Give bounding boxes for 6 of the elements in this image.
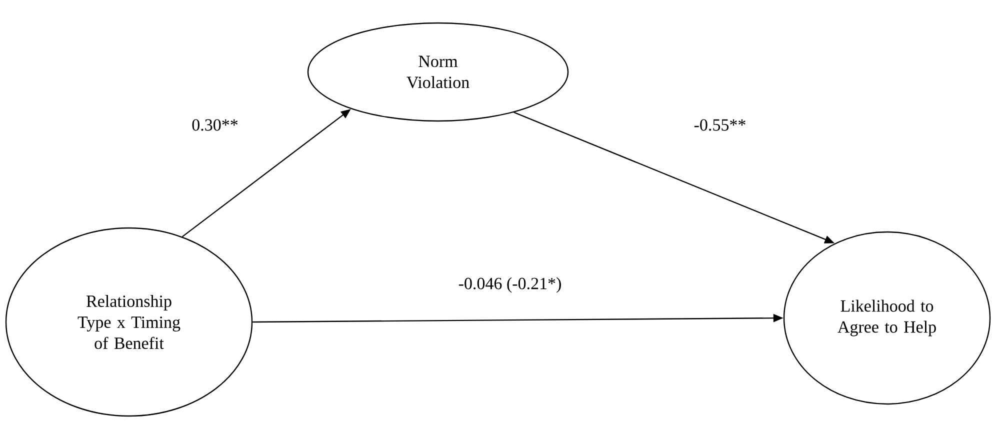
edge-label: 0.30** bbox=[190, 118, 240, 132]
edge-label: -0.046 (-0.21*) bbox=[457, 276, 563, 294]
ellipse-node: Relationship Type x Timing of Benefit bbox=[5, 227, 253, 417]
ellipse-node: Norm Violation bbox=[307, 22, 569, 122]
ellipse-node: Likelihood to Agree to Help bbox=[783, 231, 991, 405]
edge-label: -0.55** bbox=[692, 118, 748, 132]
